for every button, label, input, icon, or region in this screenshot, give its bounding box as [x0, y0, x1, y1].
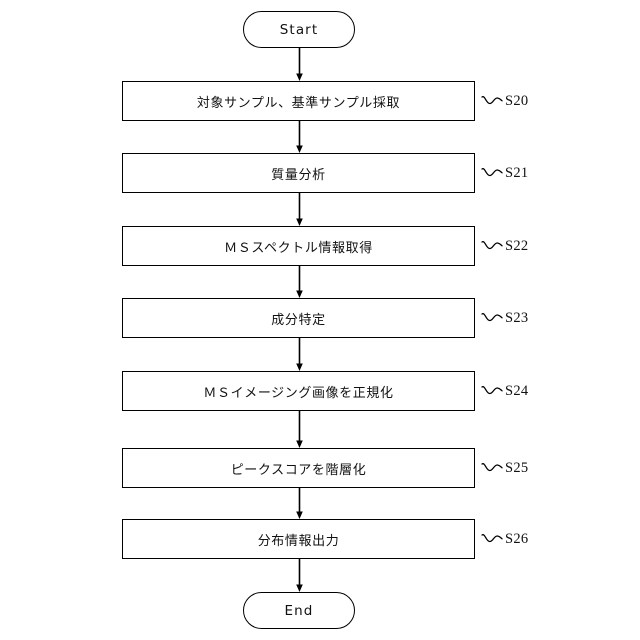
step-reference-label: S25 [505, 459, 529, 476]
process-box-label: 質量分析 [271, 167, 326, 183]
step-reference-label: S23 [505, 309, 529, 326]
step-reference-label: S21 [505, 164, 529, 181]
step-reference: S20 [481, 88, 551, 114]
step-reference: S25 [481, 455, 551, 481]
step-reference: S24 [481, 378, 551, 404]
terminal-end: End [243, 592, 355, 629]
down-arrow-icon [296, 48, 303, 81]
process-box-label: ＭＳスペクトル情報取得 [224, 240, 373, 256]
wavy-leader-icon [481, 96, 503, 105]
connector-arrow [295, 338, 304, 371]
down-arrow-icon [296, 266, 303, 298]
wavy-leader-icon [481, 463, 503, 472]
process-box: ＭＳイメージング画像を正規化 [122, 371, 475, 411]
wavy-leader-icon [481, 168, 503, 177]
connector-arrow [295, 193, 304, 226]
wavy-leader-icon [481, 313, 503, 322]
connector-arrow [295, 559, 304, 592]
wavy-leader-icon [481, 386, 503, 395]
step-reference: S23 [481, 305, 551, 331]
process-box-label: ピークスコアを階層化 [230, 462, 367, 478]
connector-arrow [295, 48, 304, 81]
process-box: ＭＳスペクトル情報取得 [122, 226, 475, 266]
connector-arrow [295, 488, 304, 519]
connector-arrow [295, 266, 304, 298]
connector-arrow [295, 411, 304, 448]
terminal-start: Start [243, 11, 355, 48]
down-arrow-icon [296, 411, 303, 448]
process-box: ピークスコアを階層化 [122, 448, 475, 488]
step-reference: S26 [481, 526, 551, 552]
process-box: 対象サンプル、基準サンプル採取 [122, 81, 475, 121]
step-reference-label: S20 [505, 92, 529, 109]
terminal-start-label: Start [279, 21, 319, 38]
down-arrow-icon [296, 488, 303, 519]
step-reference: S22 [481, 233, 551, 259]
process-box: 成分特定 [122, 298, 475, 338]
step-reference: S21 [481, 160, 551, 186]
step-reference-label: S24 [505, 382, 529, 399]
process-box-label: 対象サンプル、基準サンプル採取 [196, 95, 401, 111]
wavy-leader-icon [481, 241, 503, 250]
down-arrow-icon [296, 338, 303, 371]
down-arrow-icon [296, 559, 303, 592]
connector-arrow [295, 121, 304, 153]
process-box-label: 分布情報出力 [257, 533, 340, 549]
process-box: 分布情報出力 [122, 519, 475, 559]
wavy-leader-icon [481, 534, 503, 543]
terminal-end-label: End [284, 602, 314, 619]
step-reference-label: S26 [505, 530, 529, 547]
down-arrow-icon [296, 121, 303, 153]
step-reference-label: S22 [505, 237, 529, 254]
process-box: 質量分析 [122, 153, 475, 193]
process-box-label: 成分特定 [271, 312, 326, 328]
process-box-label: ＭＳイメージング画像を正規化 [203, 385, 394, 401]
down-arrow-icon [296, 193, 303, 226]
